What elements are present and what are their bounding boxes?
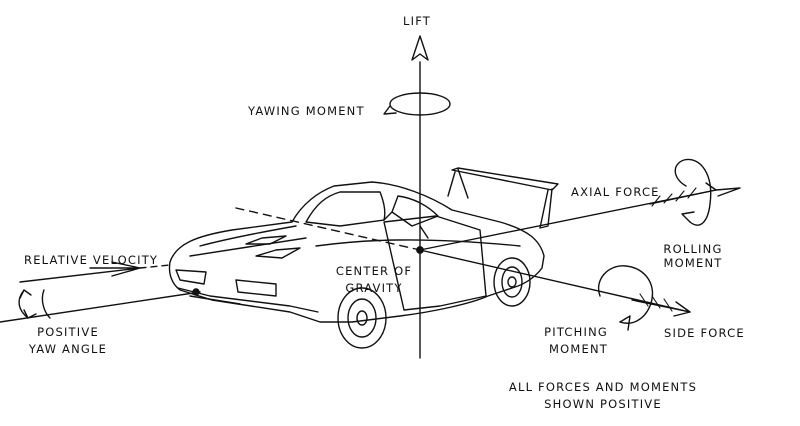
side-window xyxy=(391,195,439,227)
side-force-arrow xyxy=(631,299,691,317)
car-body xyxy=(168,181,545,323)
center-of-gravity-line-2: GRAVITY xyxy=(345,281,403,295)
relative-velocity-label: RELATIVE VELOCITY xyxy=(24,253,159,267)
front-wheel xyxy=(337,287,387,349)
note-label: ALL FORCES AND MOMENTS SHOWN POSITIVE xyxy=(500,379,706,413)
pitching-moment-label: PITCHING MOMENT xyxy=(536,324,608,358)
pitching-moment-arrow xyxy=(597,265,654,331)
headlight xyxy=(175,269,277,297)
center-of-gravity-line-1: CENTER OF xyxy=(335,264,413,278)
yawing-moment-label: YAWING MOMENT xyxy=(248,104,365,118)
windshield xyxy=(305,191,386,227)
rolling-moment-line-1: ROLLING xyxy=(663,242,723,256)
note-line-1: ALL FORCES AND MOMENTS xyxy=(508,380,698,394)
center-of-gravity-label: CENTER OF GRAVITY xyxy=(333,263,415,297)
positive-yaw-angle-label: POSITIVE YAW ANGLE xyxy=(22,324,114,358)
reference-line xyxy=(235,207,421,251)
positive-yaw-angle-line-1: POSITIVE xyxy=(37,325,99,339)
rolling-moment-arrow xyxy=(674,158,712,226)
door xyxy=(383,215,487,311)
car-illustration xyxy=(168,167,559,349)
rear-wing xyxy=(447,167,559,229)
side-force-label: SIDE FORCE xyxy=(664,326,745,340)
cg-marker xyxy=(416,246,424,254)
rolling-moment-label: ROLLING MOMENT xyxy=(660,242,726,270)
pitching-moment-line-1: PITCHING xyxy=(544,325,608,339)
axial-force-arrow xyxy=(649,182,741,205)
lift-arrowhead xyxy=(411,35,429,61)
lift-label: LIFT xyxy=(403,14,432,28)
positive-yaw-angle-line-2: YAW ANGLE xyxy=(28,342,108,356)
hood-scoop xyxy=(245,235,301,259)
yawing-moment-arrow xyxy=(383,92,451,116)
pitching-moment-line-2: MOMENT xyxy=(549,342,608,356)
note-line-2: SHOWN POSITIVE xyxy=(544,397,662,411)
nose-marker xyxy=(192,288,200,296)
axial-force-label: AXIAL FORCE xyxy=(571,185,660,199)
rolling-moment-line-2: MOMENT xyxy=(663,256,723,270)
yaw-angle-arc xyxy=(18,289,37,319)
vehicle-x-axis xyxy=(0,291,201,323)
rear-wheel xyxy=(493,257,531,307)
